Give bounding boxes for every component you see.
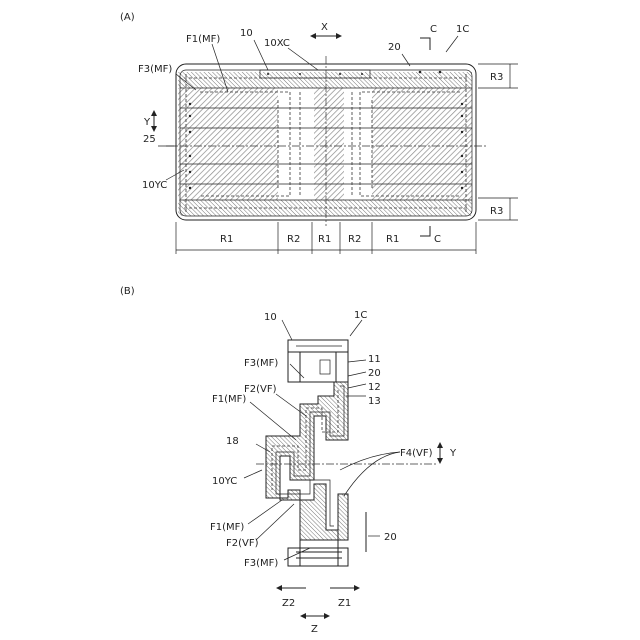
label-b-f2-vf-top: F2(VF) [244, 384, 277, 395]
dim-r1-left: R1 [220, 234, 233, 245]
label-f3-mf: F3(MF) [138, 64, 172, 75]
label-b-axis-y: Y [449, 448, 457, 459]
label-b-axis-z: Z [311, 624, 318, 635]
region-r1-center [314, 86, 344, 204]
label-b-item-11: 11 [368, 354, 381, 365]
label-b-z2: Z2 [282, 598, 295, 609]
label-r3-top: R3 [490, 72, 503, 83]
label-b-f1-mf-top: F1(MF) [212, 394, 246, 405]
label-item-1c: 1C [456, 24, 469, 35]
label-r3-bottom: R3 [490, 206, 503, 217]
dim-r1-center: R1 [318, 234, 331, 245]
panel-a: (A) [120, 12, 518, 254]
panel-b-caption: (B) [120, 286, 135, 297]
dim-r1-right: R1 [386, 234, 399, 245]
label-section-c-bottom: C [434, 234, 441, 245]
label-b-item-20-bottom: 20 [384, 532, 397, 543]
label-b-f2-vf-bottom: F2(VF) [226, 538, 259, 549]
label-b-z1: Z1 [338, 598, 351, 609]
label-f1-mf: F1(MF) [186, 34, 220, 45]
region-r1-left [178, 86, 278, 204]
label-item-25: 25 [143, 134, 156, 145]
label-section-c-top: C [430, 24, 437, 35]
label-b-item-18: 18 [226, 436, 239, 447]
label-b-f3-mf-top: F3(MF) [244, 358, 278, 369]
label-axis-y: Y [143, 117, 151, 128]
label-item-20: 20 [388, 42, 401, 53]
label-b-item-12: 12 [368, 382, 381, 393]
dim-r2-left: R2 [287, 234, 300, 245]
label-b-f4-vf: F4(VF) [400, 448, 433, 459]
label-b-item-20-top: 20 [368, 368, 381, 379]
region-r1-right [372, 86, 472, 204]
panel-a-caption: (A) [120, 12, 135, 23]
label-item-10: 10 [240, 28, 253, 39]
label-b-f1-mf-bottom: F1(MF) [210, 522, 244, 533]
dim-r2-right: R2 [348, 234, 361, 245]
folded-laminate [266, 382, 348, 540]
label-item-10yc: 10YC [142, 180, 167, 191]
label-b-item-13: 13 [368, 396, 381, 407]
terminal-bottom [288, 548, 348, 566]
label-axis-x: X [321, 22, 328, 33]
label-b-f3-mf-bottom: F3(MF) [244, 558, 278, 569]
label-b-item-1c: 1C [354, 310, 367, 321]
label-item-10xc: 10XC [264, 38, 290, 49]
label-b-item-10yc: 10YC [212, 476, 237, 487]
label-b-item-10: 10 [264, 312, 277, 323]
panel-b: (B) [120, 286, 457, 635]
